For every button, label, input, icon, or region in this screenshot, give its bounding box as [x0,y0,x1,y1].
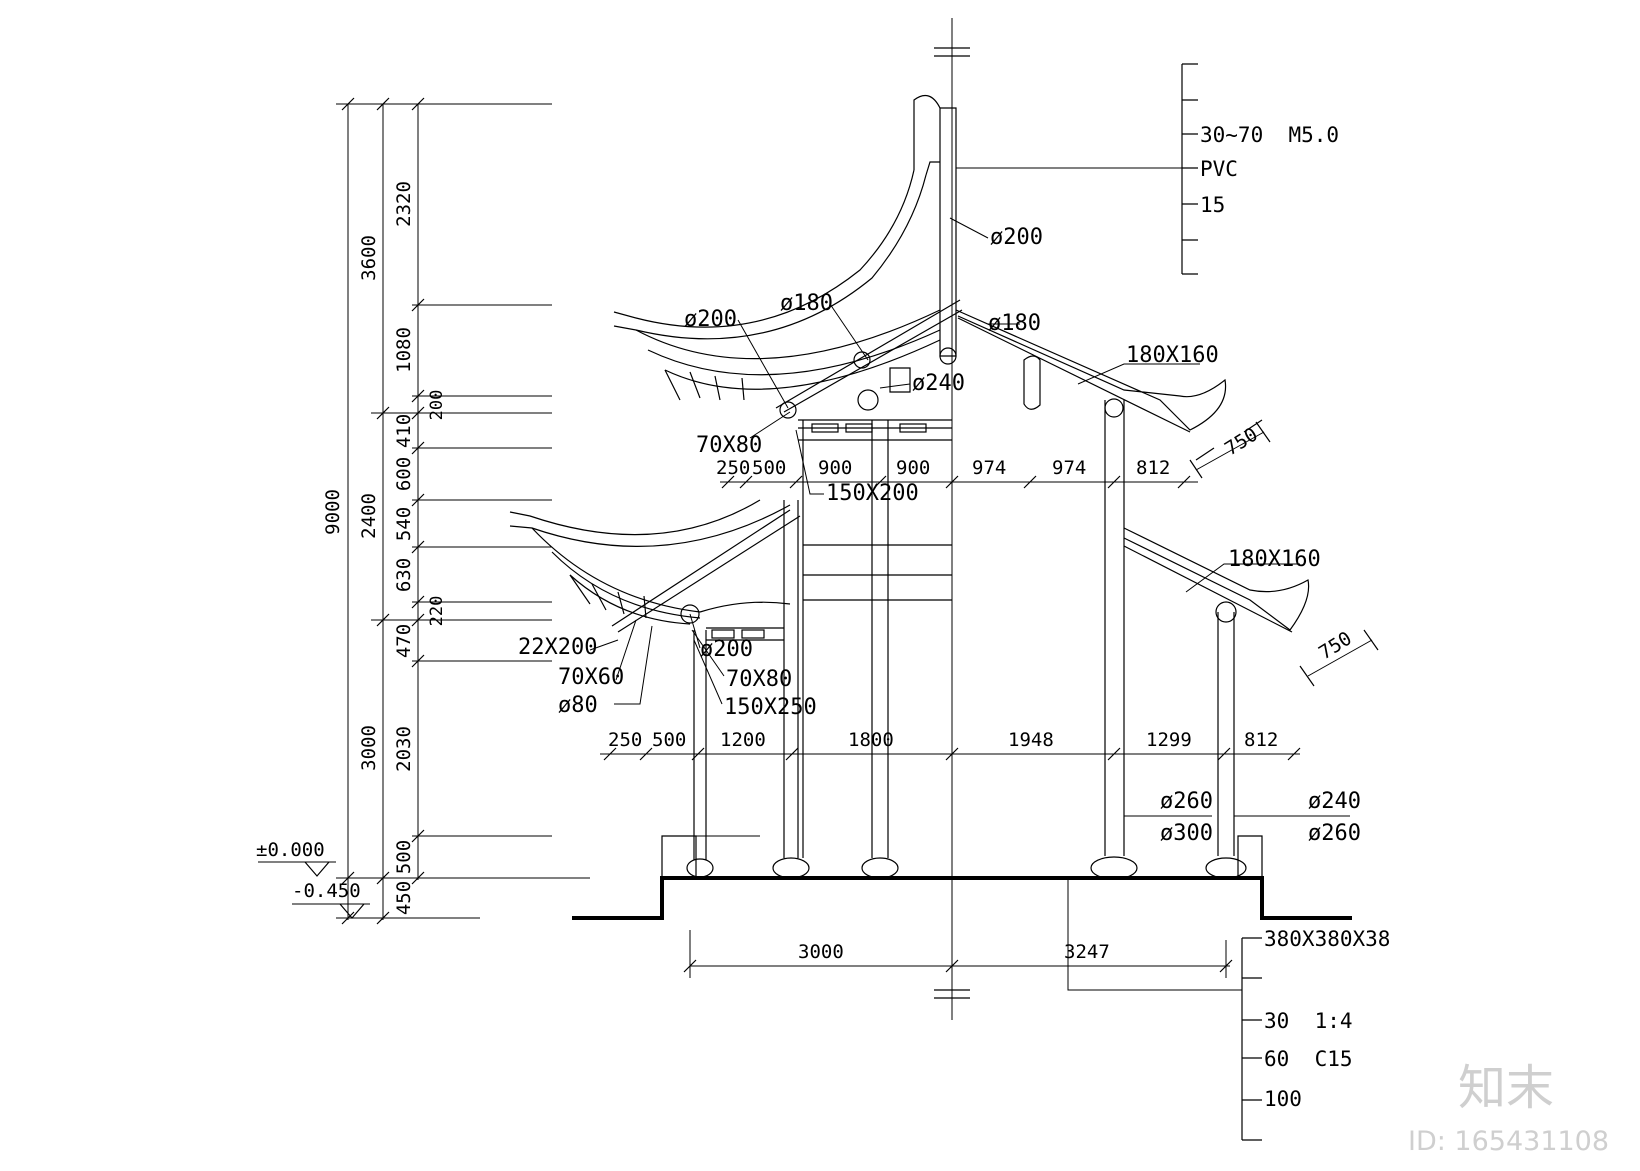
roof-spec-callout: 30~70 M5.0 PVC 15 [956,63,1339,275]
eave-dim-lower: 750 [1315,627,1356,664]
annotations: ø200 ø180 ø180 ø200 ø240 180X160 70X80 1… [518,217,1361,846]
base-dimension-chain: 3000 3247 [683,930,1233,978]
label-beam-150x250: 150X250 [724,695,817,720]
level-ground: ±0.000 [256,839,325,861]
ground-platform [572,835,1352,920]
eave-dim-upper: 750 [1221,423,1262,460]
base-spec-layer-1: 380X380X38 [1264,927,1390,951]
dim-detail-630: 630 [393,558,415,592]
roof-spec-layer-3: 15 [1200,193,1225,217]
label-rafter-70x80-a: 70X80 [696,433,762,458]
base-dim-3247: 3247 [1064,941,1110,963]
upper-dim-250: 250 [716,457,750,479]
dim-detail-540: 540 [393,507,415,541]
label-beam-150x200: 150X200 [826,481,919,506]
dim-detail-200: 200 [427,390,447,421]
label-col-d260-a: ø260 [1160,789,1213,814]
dim-detail-470: 470 [393,624,415,658]
label-rafter-70x80-b: 70X80 [726,667,792,692]
lower-dimension-chain: 250 500 1200 1800 1948 1299 812 [600,729,1301,761]
lower-dim-1200: 1200 [720,729,766,751]
left-dimension-chain: 9000 3600 2400 3000 2320 1080 200 410 60… [322,97,590,925]
lower-roof [509,499,1310,633]
base-spec-layer-3: 60 C15 [1264,1047,1353,1071]
base-spec-callout: 380X380X38 30 1:4 60 C15 100 [1067,878,1390,1141]
upper-dim-812: 812 [1136,457,1170,479]
watermark-logo: 知末 [1458,1060,1554,1116]
center-axis [934,18,970,1020]
watermark-id: ID: 165431108 [1408,1126,1609,1157]
dim-detail-2320: 2320 [393,181,415,227]
dim-detail-500: 500 [393,840,415,874]
upper-dim-974-b: 974 [1052,457,1086,479]
label-d180-a: ø180 [780,291,833,316]
dim-detail-410: 410 [393,414,415,448]
dim-tier-middle: 2400 [358,493,380,539]
level-base: -0.450 [292,880,361,902]
label-d200-lower: ø200 [700,637,753,662]
lower-dim-250: 250 [608,729,642,751]
columns [686,107,1247,880]
label-col-d260-b: ø260 [1308,821,1361,846]
dim-tier-upper: 3600 [358,235,380,281]
upper-roof [613,94,1227,433]
label-d200-upper: ø200 [684,307,737,332]
base-dim-3000: 3000 [798,941,844,963]
label-beam-180x160-a: 180X160 [1126,343,1219,368]
dim-detail-1080: 1080 [393,327,415,373]
label-d180-b: ø180 [988,311,1041,336]
label-col-d300: ø300 [1160,821,1213,846]
dim-detail-2030: 2030 [393,726,415,772]
level-markers: ±0.000 -0.450 [256,839,370,919]
dim-total-9000: 9000 [322,489,344,535]
lower-dim-1800: 1800 [848,729,894,751]
upper-dim-900-a: 900 [818,457,852,479]
dim-detail-220: 220 [427,596,447,627]
roof-spec-layer-1: 30~70 M5.0 [1200,123,1339,147]
upper-dim-974-a: 974 [972,457,1006,479]
label-rafter-70x60: 70X60 [558,665,624,690]
roof-spec-layer-2: PVC [1200,157,1238,181]
dim-detail-450: 450 [393,881,415,915]
label-ridge-d200: ø200 [990,225,1043,250]
upper-dim-500: 500 [752,457,786,479]
base-spec-layer-2: 30 1:4 [1264,1009,1353,1033]
watermark: 知末 ID: 165431108 [1408,1060,1609,1157]
label-d240: ø240 [912,371,965,396]
upper-dim-900-b: 900 [896,457,930,479]
label-board-22x200: 22X200 [518,635,597,660]
label-beam-180x160-b: 180X160 [1228,547,1321,572]
lower-dim-500: 500 [652,729,686,751]
label-col-d240: ø240 [1308,789,1361,814]
lattice-panels [699,419,952,641]
dim-tier-lower: 3000 [358,725,380,771]
label-d80: ø80 [558,693,598,718]
lower-dim-812: 812 [1244,729,1278,751]
dim-detail-600: 600 [393,457,415,491]
upper-dimension-chain: 250 500 900 900 974 974 812 [716,457,1198,489]
lower-dim-1299: 1299 [1146,729,1192,751]
base-spec-layer-4: 100 [1264,1087,1302,1111]
lower-dim-1948: 1948 [1008,729,1054,751]
